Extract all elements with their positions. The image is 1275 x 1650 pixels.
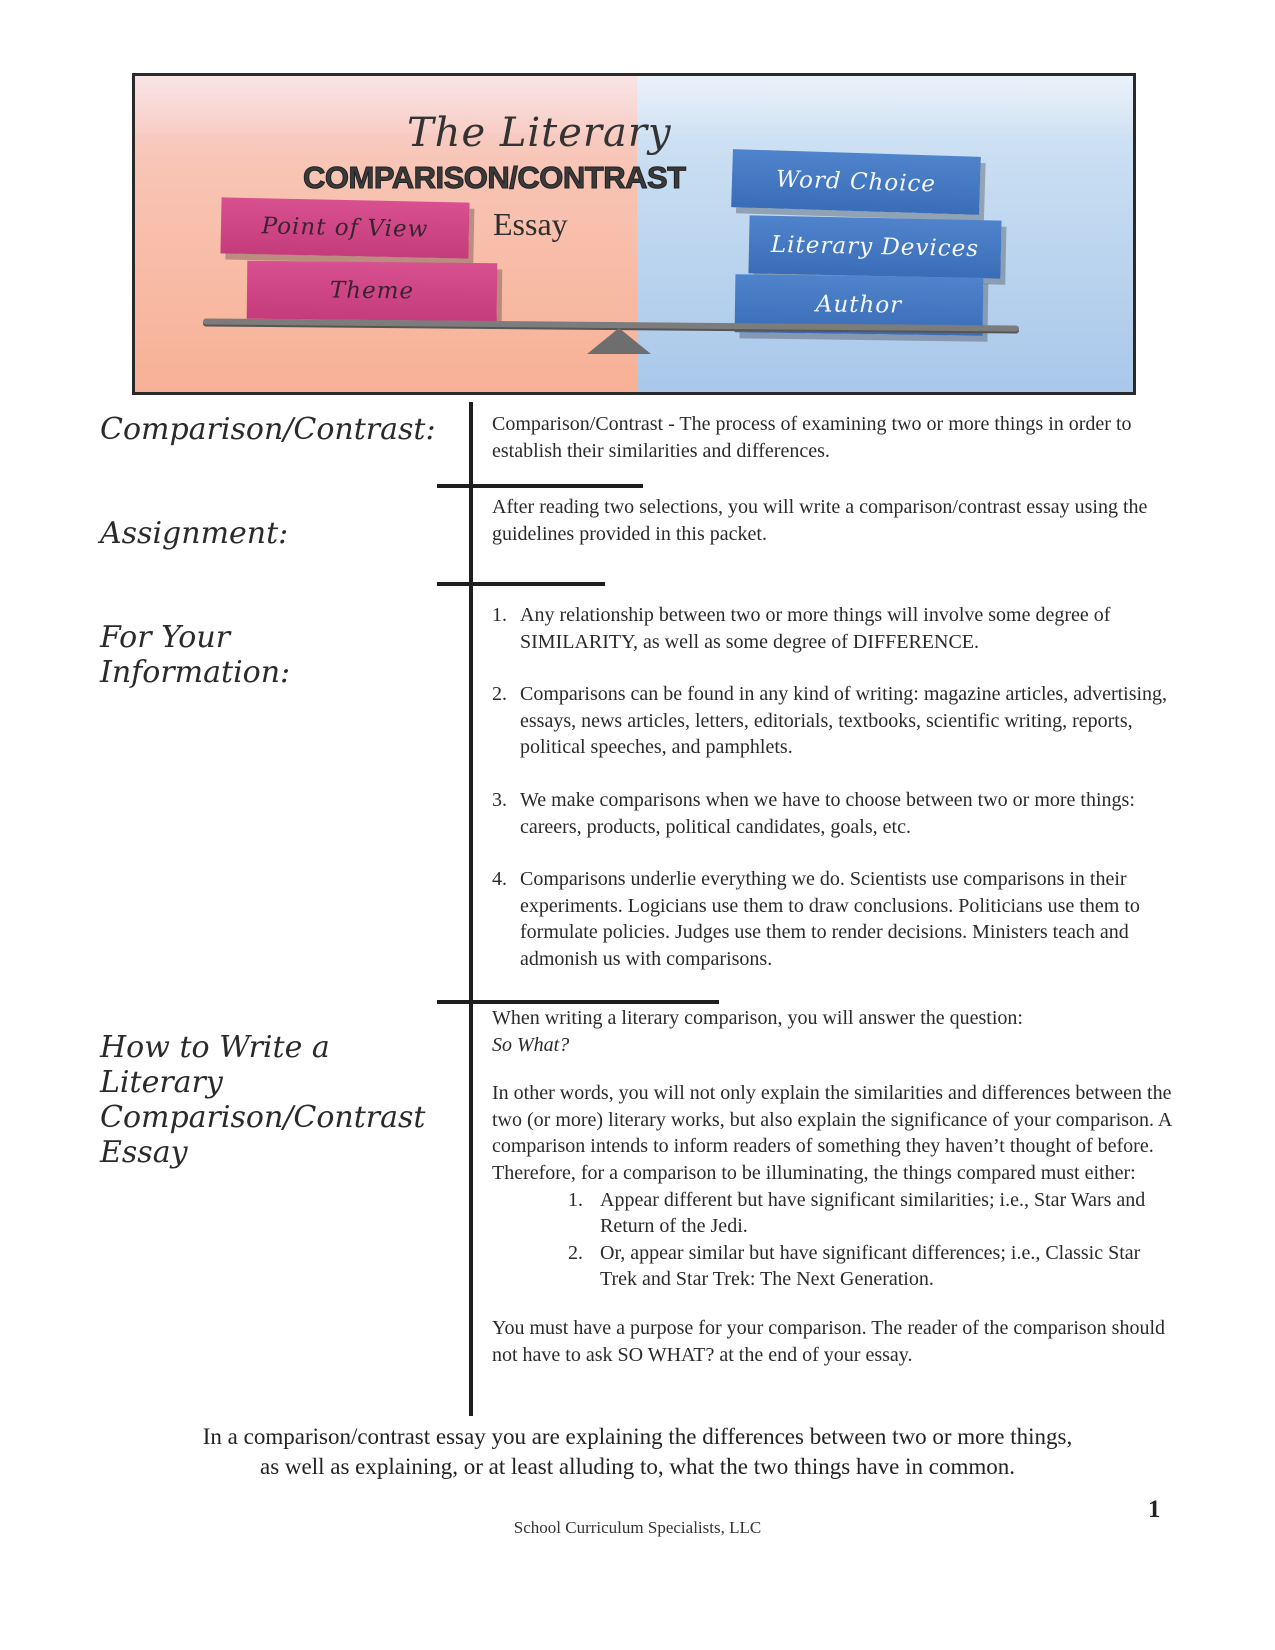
item-text: Any relationship between two or more thi… [520,604,1111,653]
list-item: 1. Appear different but have significant… [568,1187,1177,1240]
vertical-divider [469,402,473,1416]
banner-title-line2: COMPARISON/CONTRAST [303,160,687,196]
assignment-paragraph: After reading two selections, you will w… [492,496,1148,545]
item-number: 1. [492,604,507,626]
summary-line: In a comparison/contrast essay you are e… [202,1424,1073,1449]
label-line: For Your [100,620,231,655]
howto-closing: You must have a purpose for your compari… [492,1316,1166,1366]
list-item: 4. Comparisons underlie everything we do… [492,866,1177,972]
label-line: Essay [100,1135,188,1170]
section-divider-1 [437,484,643,488]
page-number: 1 [1148,1496,1161,1523]
howto-content: When writing a literary comparison, you … [492,1005,1177,1368]
howto-intro: When writing a literary comparison, you … [492,1007,1023,1029]
summary-note: In a comparison/contrast essay you are e… [0,1422,1275,1482]
label-line: Literary [100,1065,223,1100]
banner-title-line1: The Literary [407,110,672,156]
item-text: We make comparisons when we have to choo… [520,788,1135,838]
section-divider-2 [437,582,605,586]
label-assignment: Assignment: [100,516,289,551]
list-item: 2. Comparisons can be found in any kind … [492,681,1177,761]
definition-text: Comparison/Contrast - The process of exa… [492,411,1177,464]
banner-blue-panel [637,76,1133,392]
item-number: 4. [492,868,507,891]
section-divider-3 [437,1000,719,1004]
summary-line: as well as explaining, or at least allud… [259,1454,1015,1479]
label-for-your-information: For Your Information: [100,620,290,690]
item-number: 2. [568,1241,583,1264]
block-word-choice: Word Choice [731,149,981,215]
banner-title-line3: Essay [493,206,568,242]
item-number: 3. [492,788,507,811]
item-number: 2. [492,683,507,706]
item-text: Appear different but have significant si… [600,1188,1146,1238]
footer-publisher: School Curriculum Specialists, LLC [513,1518,762,1537]
label-line: How to Write a [100,1030,330,1065]
block-theme: Theme [246,260,498,322]
title-banner: The Literary COMPARISON/CONTRAST Essay P… [132,73,1136,395]
assignment-text: After reading two selections, you will w… [492,494,1177,547]
info-list: 1. Any relationship between two or more … [492,602,1177,973]
howto-question: So What? [492,1033,570,1056]
label-how-to-write: How to Write a Literary Comparison/Contr… [100,1030,425,1170]
scale-fulcrum [587,328,651,354]
item-number: 1. [568,1188,583,1211]
definition-paragraph: Comparison/Contrast - The process of exa… [492,413,1132,462]
banner-pink-panel [135,76,637,392]
list-item: 1. Any relationship between two or more … [492,602,1177,655]
label-line: Information: [100,655,291,690]
item-text: Comparisons underlie everything we do. S… [520,868,1140,970]
list-item: 3. We make comparisons when we have to c… [492,787,1177,840]
block-point-of-view: Point of View [220,197,470,259]
item-text: Or, appear similar but have significant … [600,1241,1141,1291]
item-text: Comparisons can be found in any kind of … [520,683,1168,759]
howto-paragraph: In other words, you will not only explai… [492,1082,1172,1184]
label-line: Comparison/Contrast [100,1100,426,1135]
list-item: 2. Or, appear similar but have significa… [568,1240,1177,1293]
label-comparison-contrast: Comparison/Contrast: [100,412,436,447]
block-literary-devices: Literary Devices [748,215,1002,279]
